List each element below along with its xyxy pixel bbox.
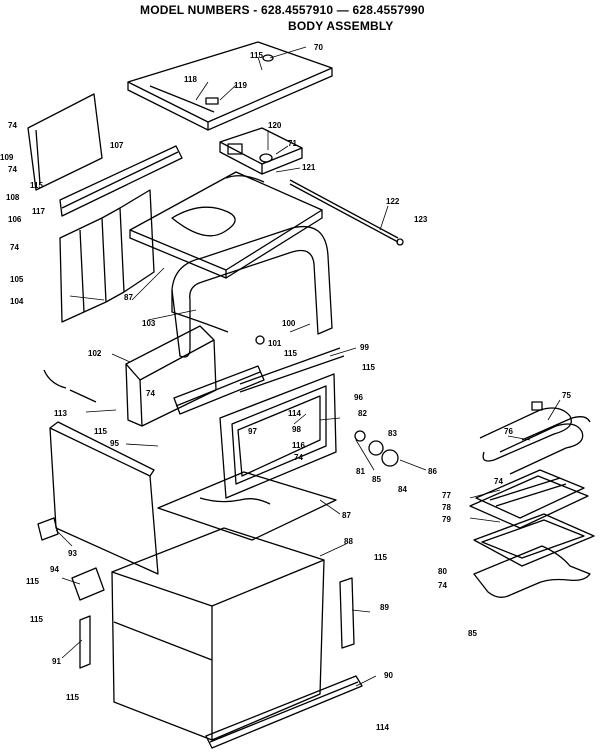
- side-rail-part: [79, 577, 355, 669]
- callout-label: 86: [428, 467, 437, 476]
- callout-label: 80: [438, 567, 447, 576]
- callout-label: 108: [6, 193, 20, 202]
- callout-label: 115: [250, 51, 263, 60]
- callout-label: 71: [288, 139, 297, 148]
- callout-label: 114: [376, 723, 389, 732]
- callout-label: 113: [54, 409, 67, 418]
- diagram-title-body-assembly: BODY ASSEMBLY: [288, 19, 394, 33]
- callout-label: 76: [504, 427, 513, 436]
- callout-label: 119: [234, 81, 247, 90]
- callout-label: 121: [302, 163, 316, 172]
- callout-label: 78: [442, 503, 451, 512]
- callout-label: 97: [248, 427, 257, 436]
- callout-label: 94: [50, 565, 59, 574]
- bracket-part: [59, 145, 183, 217]
- callout-label: 81: [356, 467, 365, 476]
- callout-label: 102: [88, 349, 102, 358]
- callout-label: 83: [388, 429, 397, 438]
- lower-cabinet-part: [111, 527, 325, 741]
- callout-label: 91: [52, 657, 61, 666]
- callout-label: 115: [94, 427, 107, 436]
- callout-label: 87: [342, 511, 351, 520]
- callout-label: 100: [282, 319, 296, 328]
- callout-label: 118: [184, 75, 197, 84]
- callout-label: 101: [268, 339, 282, 348]
- bottom-panel-part: [157, 471, 337, 541]
- callout-label: 82: [358, 409, 367, 418]
- callout-label: 115: [30, 181, 43, 190]
- callout-label: 115: [66, 693, 79, 702]
- small-hardware-parts: [43, 335, 399, 467]
- left-frame-part: [59, 189, 155, 323]
- broiler-pan-part: [473, 513, 595, 567]
- callout-label: 98: [292, 425, 301, 434]
- callout-label: 74: [146, 389, 155, 398]
- callout-label: 115: [30, 615, 43, 624]
- callout-label: 107: [110, 141, 124, 150]
- callout-label: 96: [354, 393, 363, 402]
- oven-top-frame-part: [129, 171, 323, 279]
- rod-part: [289, 179, 404, 246]
- callout-label: 95: [110, 439, 119, 448]
- oven-rack-part: [469, 469, 589, 529]
- door-liner-part: [173, 365, 265, 415]
- callout-label: 117: [32, 207, 45, 216]
- callout-label: 74: [10, 243, 19, 252]
- diagram-title-model-numbers: MODEL NUMBERS - 628.4557910 — 628.455799…: [140, 3, 425, 17]
- broil-element-part: [479, 401, 591, 475]
- callout-label: 75: [562, 391, 571, 400]
- callout-label: 122: [386, 197, 400, 206]
- callout-label: 109: [0, 153, 14, 162]
- callout-label: 79: [442, 515, 451, 524]
- callout-label: 115: [284, 349, 297, 358]
- callout-label: 88: [344, 537, 353, 546]
- callout-label: 85: [468, 629, 477, 638]
- callout-label: 74: [438, 581, 447, 590]
- callout-label: 120: [268, 121, 282, 130]
- kick-panel-part: [205, 675, 363, 749]
- callout-label: 74: [8, 165, 17, 174]
- callout-label: 106: [8, 215, 22, 224]
- callout-label: 116: [292, 441, 305, 450]
- drawer-panel-part: [473, 545, 591, 598]
- callout-label: 123: [414, 215, 428, 224]
- callout-label: 93: [68, 549, 77, 558]
- top-panel-part: [127, 41, 333, 131]
- callout-label: 99: [360, 343, 369, 352]
- callout-label: 90: [384, 671, 393, 680]
- callout-label: 115: [362, 363, 375, 372]
- side-panel-part: [27, 93, 103, 191]
- callout-label: 115: [26, 577, 39, 586]
- callout-label: 114: [288, 409, 301, 418]
- oven-door-part: [219, 347, 345, 499]
- insulation-wrap-part: [171, 226, 333, 358]
- large-side-panel-part: [49, 421, 159, 575]
- callout-label: 103: [142, 319, 156, 328]
- side-insulation-part: [125, 325, 217, 427]
- callout-label: 89: [380, 603, 389, 612]
- callout-label: 87: [124, 293, 133, 302]
- callout-label: 85: [372, 475, 381, 484]
- callout-label: 74: [8, 121, 17, 130]
- callout-label: 74: [294, 453, 303, 462]
- callout-label: 74: [494, 477, 503, 486]
- callout-label: 115: [374, 553, 387, 562]
- callout-label: 104: [10, 297, 24, 306]
- control-bracket-part: [219, 127, 303, 175]
- callout-label: 84: [398, 485, 407, 494]
- hinge-bracket-part: [37, 517, 105, 601]
- callout-label: 77: [442, 491, 451, 500]
- callout-labels: 70 115 118 119 74 107 109 74 108 115 117…: [0, 43, 571, 732]
- callout-label: 70: [314, 43, 323, 52]
- callout-label: 105: [10, 275, 24, 284]
- leader-lines: [55, 46, 561, 687]
